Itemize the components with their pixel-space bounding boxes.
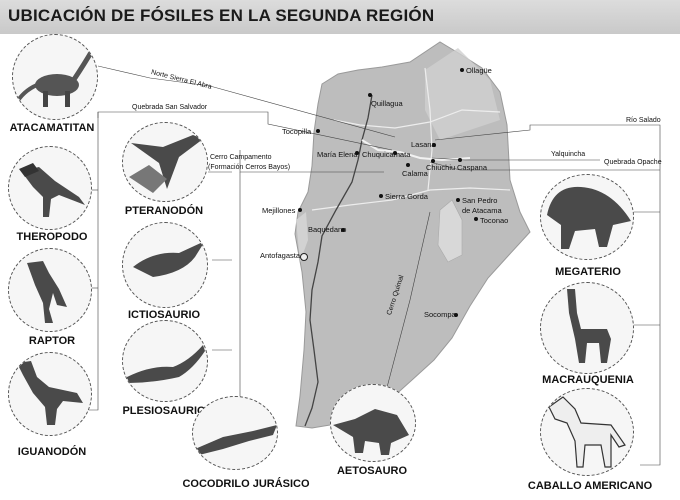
- label-cocodrilo: COCODRILO JURÁSICO: [182, 478, 310, 490]
- site-quebrada-opache: Quebrada Opache: [604, 159, 662, 166]
- dot-toconao: [474, 217, 478, 221]
- megaterio-circle: [540, 174, 634, 260]
- label-ictiosaurio: ICTIOSAURIO: [127, 309, 201, 321]
- plesiosaur-illustration: [127, 345, 205, 383]
- map-title: UBICACIÓN DE FÓSILES EN LA SEGUNDA REGIÓ…: [8, 6, 435, 25]
- place-maria-elena: María Elena: [317, 150, 358, 159]
- label-theropodo: THEROPODO: [16, 231, 88, 243]
- place-baquedano: Baquedano: [308, 225, 347, 234]
- label-iguanodon: IGUANODÓN: [17, 446, 87, 458]
- horse-illustration: [548, 396, 626, 468]
- ichthyosaur-illustration: [133, 241, 205, 277]
- pteranodon-illustration: [129, 135, 203, 193]
- place-quillagua: Quillagua: [371, 99, 403, 108]
- dot-antofagasta: [300, 253, 308, 261]
- aetosauro-circle: [330, 384, 416, 462]
- province-border: [311, 187, 511, 211]
- sauropod-illustration: [13, 47, 96, 107]
- place-toconao: Toconao: [480, 216, 509, 225]
- dot-chuquicamata: [393, 151, 397, 155]
- site-formacion-cerros-bayos: (Formación Cerros Bayos): [208, 164, 291, 171]
- place-chuquicamata: Chuquicamata: [362, 150, 411, 159]
- ictiosaurio-circle: [122, 222, 208, 308]
- dot-ollague: [460, 68, 464, 72]
- dot-socompa: [454, 313, 458, 317]
- site-rio-salado: Río Salado: [626, 117, 661, 124]
- coastal-strip: [296, 212, 308, 262]
- label-atacamatitan: ATACAMATITAN: [9, 122, 95, 134]
- macrauchenia-illustration: [567, 289, 611, 363]
- place-caspana: Caspana: [457, 163, 488, 172]
- place-lasana: Lasana: [411, 140, 436, 149]
- megatherium-illustration: [547, 186, 631, 249]
- site-yalquincha: Yalquincha: [551, 151, 586, 158]
- cocodrilo-circle: [192, 396, 278, 470]
- place-antofagasta: Antofagasta: [260, 251, 301, 260]
- plesiosaurio-circle: [122, 320, 208, 402]
- place-san-pedro: San Pedro: [462, 196, 498, 205]
- dot-san-pedro: [456, 198, 460, 202]
- place-chiuchiu: Chiuchiu: [426, 163, 456, 172]
- dot-caspana: [458, 158, 462, 162]
- atacamatitan-circle: [12, 34, 98, 120]
- place-mejillones: Mejillones: [262, 206, 296, 215]
- label-aetosauro: AETOSAURO: [336, 465, 408, 477]
- label-pteranodon: PTERANODÓN: [124, 205, 204, 217]
- dot-tocopilla: [316, 129, 320, 133]
- dot-calama: [406, 163, 410, 167]
- place-sierra-gorda: Sierra Gorda: [385, 192, 428, 201]
- raptor-illustration: [27, 261, 67, 323]
- label-caballo: CABALLO AMERICANO: [527, 480, 653, 492]
- road: [361, 139, 471, 162]
- raptor-circle: [8, 248, 92, 332]
- iguanodon-circle: [8, 352, 92, 436]
- theropodo-circle: [8, 146, 92, 230]
- province-border: [424, 67, 433, 191]
- site-cerro-campamento: Cerro Campamento: [210, 154, 272, 161]
- place-tocopilla: Tocopilla: [282, 127, 312, 136]
- title-bar: UBICACIÓN DE FÓSILES EN LA SEGUNDA REGIÓ…: [0, 0, 680, 34]
- dot-baquedano: [341, 228, 345, 232]
- label-plesiosaurio: PLESIOSAURIO: [122, 405, 206, 417]
- place-de-atacama: de Atacama: [462, 206, 502, 215]
- aetosaur-illustration: [333, 409, 409, 455]
- dot-mejillones: [298, 208, 302, 212]
- salar-de-atacama: [437, 199, 463, 263]
- dot-maria-elena: [355, 151, 359, 155]
- place-ollague: Ollagüe: [466, 66, 492, 75]
- label-raptor: RAPTOR: [28, 335, 76, 347]
- dot-lasana: [432, 143, 436, 147]
- crocodile-illustration: [195, 425, 277, 455]
- place-calama: Calama: [402, 169, 428, 178]
- dot-quillagua: [368, 93, 372, 97]
- site-quebrada-san-salvador: Quebrada San Salvador: [132, 104, 208, 111]
- macrauquenia-circle: [540, 282, 634, 374]
- dot-chiuchiu: [431, 159, 435, 163]
- label-megaterio: MEGATERIO: [555, 266, 621, 278]
- iguanodon-illustration: [17, 361, 83, 425]
- theropod-illustration: [19, 163, 85, 217]
- caballo-circle: [540, 388, 634, 476]
- place-socompa: Socompa: [424, 310, 456, 319]
- label-macrauquenia: MACRAUQUENIA: [542, 374, 634, 386]
- province-border: [333, 109, 501, 129]
- dot-sierra-gorda: [379, 194, 383, 198]
- pteranodon-circle: [122, 122, 208, 202]
